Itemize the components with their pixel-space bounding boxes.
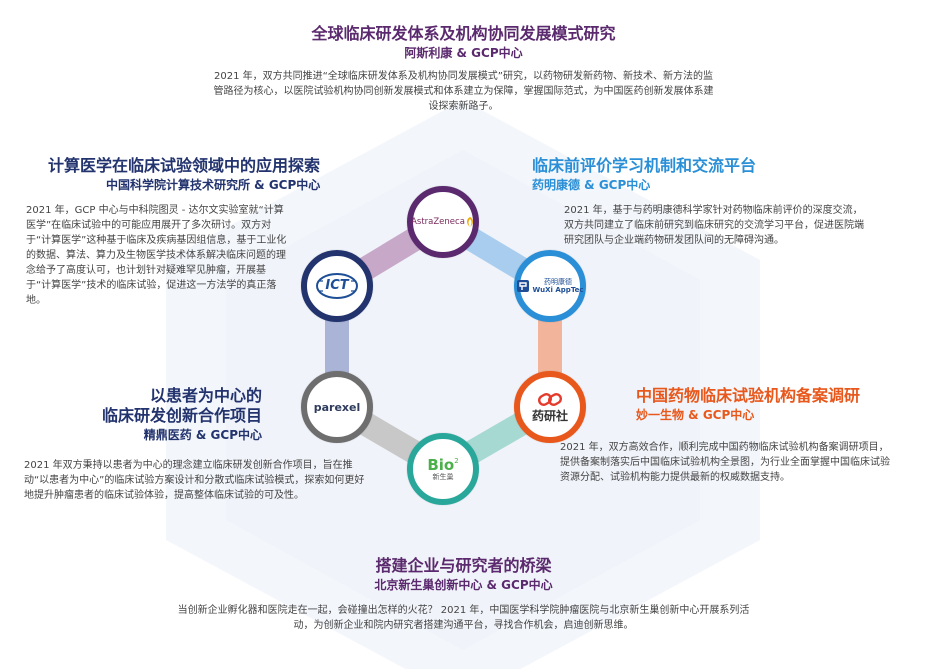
wuxi-logo-en: WuXi AppTec <box>532 286 584 294</box>
patient-title-line2: 临床研发创新合作项目 <box>101 406 262 425</box>
section-preclinical: 临床前评价学习机制和交流平台 药明康德 & GCP中心 2021 年，基于与药明… <box>532 156 892 248</box>
bridge-title: 搭建企业与研究者的桥梁 <box>375 556 552 575</box>
yaoyanshe-logo-node: 药研社 <box>514 371 586 443</box>
patient-title-line1: 以患者为中心的 <box>149 386 262 405</box>
registry-title: 中国药物临床试验机构备案调研 <box>636 386 861 405</box>
global-title: 全球临床研发体系及机构协同发展模式研究 <box>311 24 616 43</box>
preclinical-title: 临床前评价学习机制和交流平台 <box>532 156 757 175</box>
preclinical-subtitle: 药明康德 & GCP中心 <box>532 178 651 192</box>
bridge-body: 当创新企业孵化器和医院走在一起，会碰撞出怎样的火花？ 2021 年，中国医学科学… <box>177 605 750 631</box>
section-computational: 计算医学在临床试验领域中的应用探索 中国科学院计算技术研究所 & GCP中心 2… <box>26 156 366 308</box>
computational-title: 计算医学在临床试验领域中的应用探索 <box>48 156 321 175</box>
parexel-logo-icon: parexel <box>314 401 361 414</box>
bridge-subtitle: 北京新生巢创新中心 & GCP中心 <box>374 578 553 592</box>
patient-body: 2021 年双方秉持以患者为中心的理念建立临床研发创新合作项目，旨在推动“以患者… <box>24 460 365 501</box>
ict-logo-text: ICT <box>323 278 351 293</box>
registry-subtitle: 妙一生物 & GCP中心 <box>636 408 755 422</box>
section-patient: 以患者为中心的 临床研发创新合作项目 精鼎医药 & GCP中心 <box>14 386 262 443</box>
astrazeneca-logo-node: AstraZeneca <box>407 186 479 258</box>
wuxi-logo-cn: 药明康德 <box>544 278 572 286</box>
yaoyanshe-logo-text: 药研社 <box>531 409 568 423</box>
ict-logo-node: ICT <box>301 250 373 322</box>
bio-logo-text: Bio <box>427 455 455 474</box>
global-subtitle: 阿斯利康 & GCP中心 <box>404 46 523 60</box>
section-global: 全球临床研发体系及机构协同发展模式研究 阿斯利康 & GCP中心 2021 年，… <box>180 24 747 114</box>
wuxi-logo-icon <box>517 280 530 292</box>
registry-body: 2021 年，双方高效合作，顺利完成中国药物临床试验机构备案调研项目，提供备案制… <box>560 442 890 483</box>
section-registry: 中国药物临床试验机构备案调研 妙一生物 & GCP中心 <box>636 386 906 423</box>
parexel-logo-text: parexel <box>313 400 361 414</box>
preclinical-body: 2021 年，基于与药明康德科学家针对药物临床前评价的深度交流，双方共同建立了临… <box>564 205 864 246</box>
computational-body: 2021 年，GCP 中心与中科院图灵 - 达尔文实验室就“计算医学”在临床试验… <box>26 205 287 306</box>
bio-logo-sup: 2 <box>454 456 459 465</box>
bio-logo-node: Bio 2 新生巢 <box>407 433 479 505</box>
chain-link-icon <box>538 393 562 406</box>
parexel-logo-node: parexel <box>301 371 373 443</box>
astrazeneca-swirl-icon <box>466 217 473 227</box>
bio-logo-icon: Bio 2 <box>427 457 458 473</box>
section-bridge: 搭建企业与研究者的桥梁 北京新生巢创新中心 & GCP中心 当创新企业孵化器和医… <box>150 556 777 633</box>
wuxi-logo-node: 药明康德 WuXi AppTec <box>514 250 586 322</box>
bio-logo-cn: 新生巢 <box>432 472 454 481</box>
patient-subtitle: 精鼎医药 & GCP中心 <box>143 428 262 442</box>
global-body: 2021 年，双方共同推进“全球临床研发体系及机构协同发展模式”研究，以药物研发… <box>213 71 714 112</box>
computational-subtitle: 中国科学院计算技术研究所 & GCP中心 <box>106 178 321 192</box>
astrazeneca-logo-text: AstraZeneca <box>411 216 465 227</box>
